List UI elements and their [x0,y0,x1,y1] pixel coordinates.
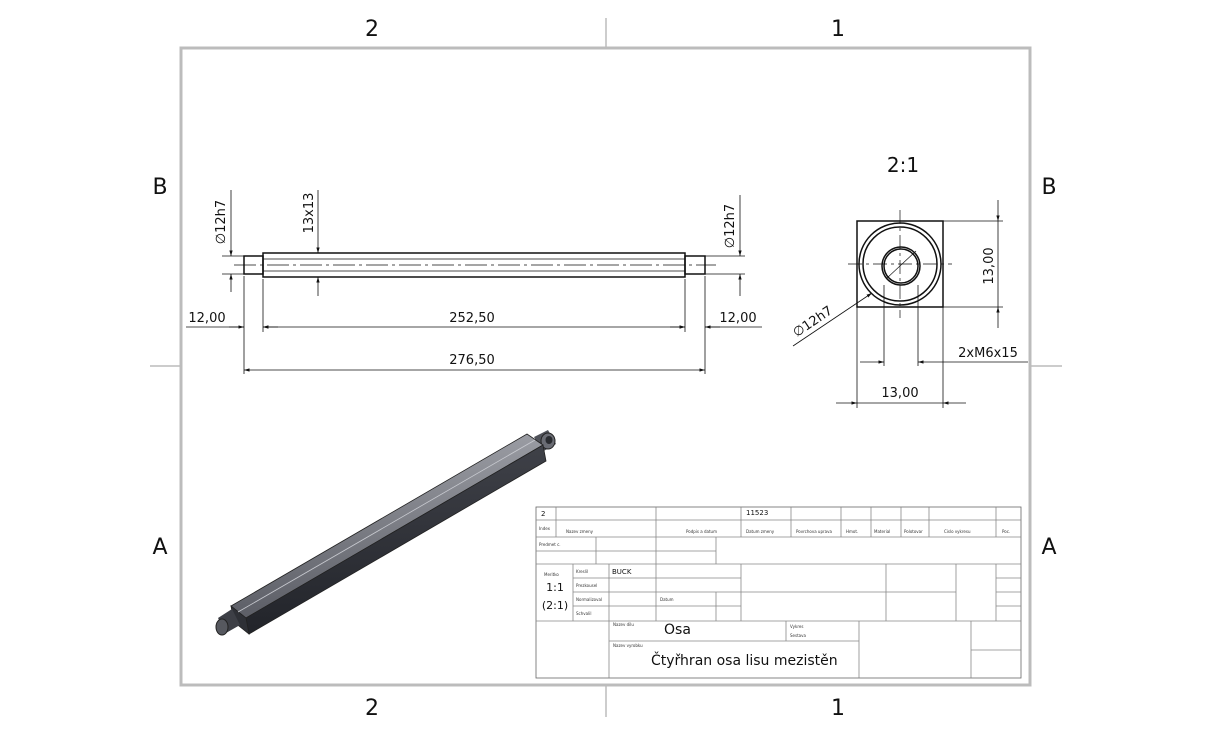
dim-total-length: 276,50 [449,353,495,368]
tb-h6: Hmot. [846,529,858,534]
zone-top-1: 1 [831,17,845,42]
zone-left-b: B [152,175,167,200]
tb-normalizoval: Normalizoval [576,597,602,602]
tb-description: Čtyřhran osa lisu mezistěn [651,651,838,669]
tb-scale-detail: (2:1) [542,599,568,612]
tb-h5: Povrchova uprava [796,529,832,534]
dim-right-diameter: ∅12h7 [723,204,738,248]
dim-middle-length: 252,50 [449,311,495,326]
title-block [535,506,1022,679]
dim-end-height: 13,00 [982,247,997,284]
zone-right-b: B [1041,175,1056,200]
zone-top-2: 2 [365,17,379,42]
tb-h8: Polotovar [904,529,923,534]
zone-bottom-2: 2 [365,696,379,721]
dim-left-length: 12,00 [188,311,225,326]
tb-h1: Index [539,526,551,531]
side-view [234,252,716,278]
tb-number: 11523 [746,509,768,517]
dim-left-diameter: ∅12h7 [214,200,229,244]
tb-predmet: Predmet c. [539,542,561,547]
tb-part-name: Osa [664,622,691,638]
end-view [848,210,952,318]
tb-h2: Nazev zmeny [566,529,594,534]
end-view-scale: 2:1 [887,153,919,177]
isometric-view [215,430,556,636]
side-view-dimensions [186,190,762,374]
end-view-dimension-texts: 13,00 13,00 2xM6x15 ∅12h7 [790,247,1017,401]
tb-datum: Datum [660,597,674,602]
tb-vykres-label: Vykres [790,624,803,629]
dim-end-width: 13,00 [881,386,918,401]
zone-right-a: A [1041,535,1056,560]
tb-kreslil: Kreslil [576,569,588,574]
tb-h7: Material [874,529,890,534]
dim-right-length: 12,00 [719,311,756,326]
tb-h10: Poc. [1002,529,1010,534]
tb-h4: Datum zmeny [746,529,775,534]
tb-scale-label: Meritko [544,572,559,577]
tb-scale-main: 1:1 [546,581,564,594]
zone-left-a: A [152,535,167,560]
sheet-frame [150,18,1062,717]
side-view-dimension-texts: 12,00 252,50 12,00 276,50 ∅12h7 13x13 ∅1… [188,193,756,368]
zone-labels: 2 1 2 1 B A B A [152,17,1056,721]
tb-sheet-mark: 2 [541,510,545,518]
tb-popis-label: Nazev vyrobku [613,643,643,648]
tb-h9: Cislo vykresu [944,529,971,534]
tb-sestava-label: Sestava [790,633,806,638]
tb-h3: Podpis a datum [686,529,717,534]
end-view-dimensions [792,200,1028,408]
tb-drawn-by: BUCK [612,568,632,576]
title-block-texts: 2 11523 Index Nazev zmeny Podpis a datum… [539,509,1010,669]
tb-schvalil: Schvalil [576,611,591,616]
dim-thread: 2xM6x15 [958,346,1018,361]
dim-square-size: 13x13 [302,193,317,234]
tb-nazev-label: Nazev dilu [613,622,634,627]
zone-bottom-1: 1 [831,696,845,721]
tb-prezkousel: Prezkousel [576,583,597,588]
